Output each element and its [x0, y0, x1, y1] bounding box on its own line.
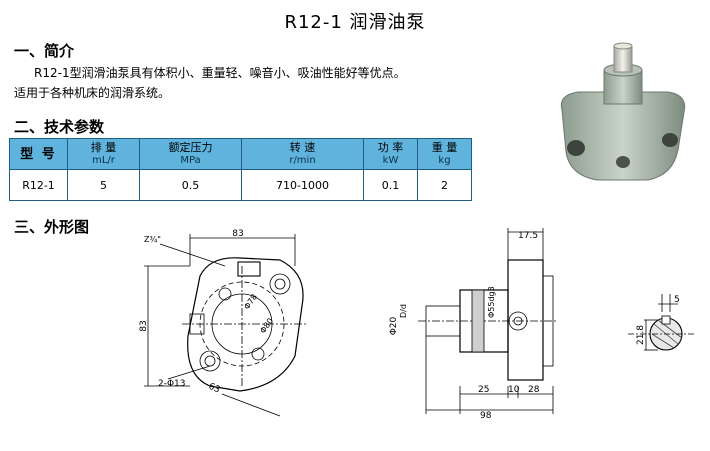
cell-power: 0.1 [363, 169, 418, 201]
spec-table: 型 号 排 量 mL/r 额定压力 MPa 转 速 r/min 功 率 kW 重… [9, 138, 472, 201]
col-header-model: 型 号 [9, 138, 68, 170]
intro-heading: 一、简介 [14, 42, 75, 60]
pcd-1: Φ78 [242, 292, 259, 311]
page-title: R12-1 润滑油泵 [284, 12, 426, 33]
col-header-speed: 转 速 r/min [241, 138, 364, 170]
key-depth: 21.8 [636, 325, 646, 345]
angle-label: Z¾" [144, 235, 161, 244]
col-unit: kg [438, 155, 451, 166]
cell-model: R12-1 [9, 169, 68, 201]
table-row: R12-1 5 0.5 710-1000 0.1 2 [9, 169, 472, 201]
dim-d1: 25 [478, 385, 489, 395]
col-header-weight: 重 量 kg [417, 138, 472, 170]
side-view-drawing: 17.5 Φ20 D/d Φ55dg3 25 10 28 98 [389, 228, 558, 421]
col-label: 转 速 [289, 141, 316, 154]
pcd-2: Φ80 [258, 316, 275, 335]
dim-width: 83 [232, 229, 243, 239]
holes-label: 2-Φ13 [158, 379, 186, 389]
col-unit: r/min [289, 155, 316, 166]
specs-heading: 二、技术参数 [14, 118, 105, 136]
col-label: 功 率 [377, 141, 404, 154]
cell-pressure: 0.5 [139, 169, 242, 201]
col-label: 额定压力 [168, 141, 213, 154]
col-unit: MPa [180, 155, 201, 166]
pump-photo [560, 42, 686, 181]
col-header-power: 功 率 kW [363, 138, 418, 170]
col-header-displacement: 排 量 mL/r [67, 138, 140, 170]
col-label: 排 量 [90, 141, 117, 154]
col-label: 重 量 [431, 141, 458, 154]
dim-d2: 10 [508, 385, 520, 395]
intro-text-line-2: 适用于各种机床的润滑系统。 [14, 86, 171, 100]
dim-height: 83 [139, 320, 149, 331]
key-width: 5 [674, 295, 680, 305]
body-diameter: Φ55dg3 [487, 286, 496, 318]
fit-label: D/d [399, 304, 408, 318]
col-header-pressure: 额定压力 MPa [139, 138, 242, 170]
front-view-drawing: 83 Z¾" 83 Φ78 Φ80 2-Φ13 63 [139, 229, 308, 417]
cell-speed: 710-1000 [241, 169, 364, 201]
cell-displacement: 5 [67, 169, 140, 201]
dim-diagonal: 63 [207, 382, 222, 396]
cell-weight: 2 [417, 169, 472, 201]
shaft-section-drawing: 5 21.8 [628, 294, 696, 351]
shaft-diameter: Φ20 [389, 316, 399, 335]
col-unit: kW [382, 155, 399, 166]
dim-d3: 28 [528, 385, 540, 395]
dim-top: 17.5 [518, 231, 538, 241]
outline-heading: 三、外形图 [14, 218, 90, 236]
dim-total: 98 [480, 411, 492, 421]
intro-text-line-1: R12-1型润滑油泵具有体积小、重量轻、噪音小、吸油性能好等优点。 [34, 66, 406, 80]
col-unit: mL/r [92, 155, 115, 166]
